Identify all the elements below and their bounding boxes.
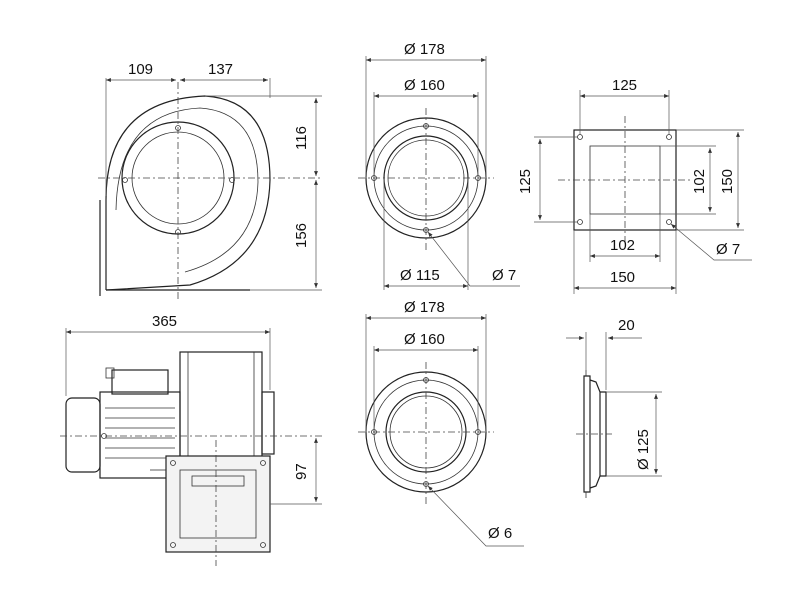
dim-inlet-hole: Ø 6	[488, 525, 512, 542]
dim-side-height-top: 116	[293, 126, 310, 150]
front-view: 365 97	[60, 313, 322, 566]
dim-outlet-outer: Ø 178	[404, 41, 445, 58]
dim-square-inner-bottom: 102	[610, 237, 635, 254]
dim-outlet-hole: Ø 7	[492, 267, 516, 284]
dim-square-left: 125	[517, 169, 534, 194]
dim-side-height-bottom: 156	[293, 223, 310, 248]
dim-side-width-right: 137	[208, 61, 233, 78]
dim-side-width-left: 109	[128, 61, 153, 78]
outlet-flange-view: Ø 178 Ø 160 Ø 115 Ø 7	[358, 41, 520, 290]
dim-spigot-diameter: Ø 125	[635, 429, 652, 470]
side-view: 109 137 116 156	[98, 61, 322, 300]
dim-inlet-outer: Ø 178	[404, 299, 445, 316]
dim-spigot-depth: 20	[618, 317, 635, 334]
square-flange-view: 125 125 102 150 102 150 Ø 7	[517, 77, 752, 294]
spigot-view: 20 Ø 125	[566, 317, 662, 498]
dim-square-hole: Ø 7	[716, 241, 740, 258]
dim-front-length: 365	[152, 313, 177, 330]
dim-inlet-bolt-circle: Ø 160	[404, 331, 445, 348]
dim-square-outer-right: 150	[719, 169, 736, 194]
dim-outlet-bolt-circle: Ø 160	[404, 77, 445, 94]
dim-square-top: 125	[612, 77, 637, 94]
dim-outlet-inner: Ø 115	[400, 267, 440, 284]
inlet-flange-view: Ø 178 Ø 160 Ø 6	[358, 299, 524, 547]
dim-square-outer-bottom: 150	[610, 269, 635, 286]
dim-front-height: 97	[293, 463, 310, 480]
dim-square-inner-right: 102	[691, 169, 708, 194]
